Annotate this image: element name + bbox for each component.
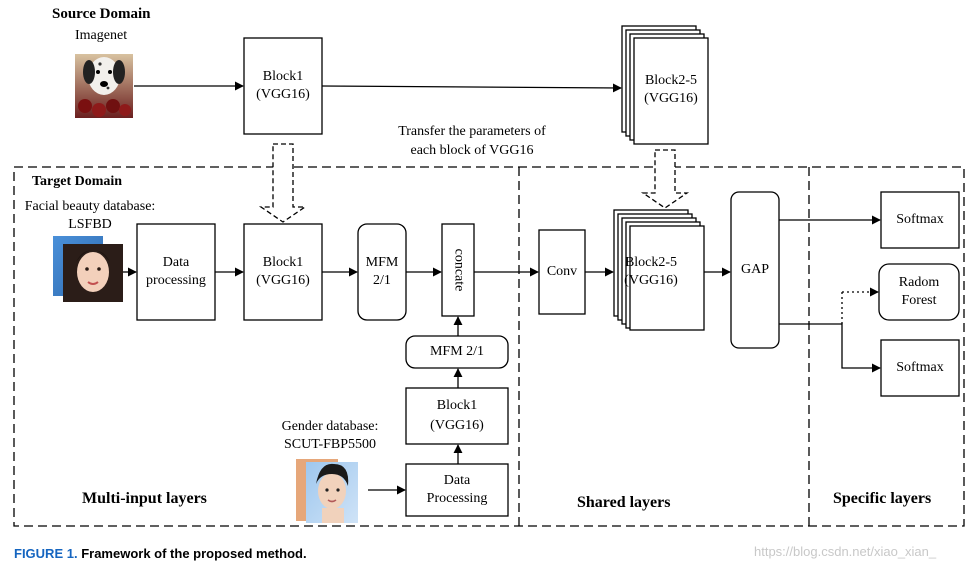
transfer-note: Transfer the parameters of each block of…: [380, 122, 564, 160]
mfm-low-text: MFM 2/1: [429, 344, 485, 359]
data-processing-label: Data processing: [137, 224, 215, 320]
softmax-top-box: [880, 191, 960, 249]
source-block1-name: Block1: [262, 69, 304, 84]
female-face-image: [53, 236, 123, 302]
conv-label: Conv: [539, 230, 585, 314]
target-block1-box: [243, 223, 323, 321]
target-block1-sub: (VGG16): [256, 273, 310, 288]
shared-block25-stack: [613, 209, 705, 331]
gap-label: GAP: [731, 192, 779, 348]
target-domain-title: Target Domain: [32, 174, 123, 189]
source-domain-title: Source Domain: [52, 6, 151, 22]
source-block1-label: Block1 (VGG16): [244, 38, 322, 134]
transfer-arrow-block25: [640, 149, 690, 209]
source-block25-label: Block2-5 (VGG16): [634, 38, 708, 142]
data-processing-low-label: Data Processing: [406, 464, 508, 516]
mfm-top-label: MFM 2/1: [358, 224, 406, 320]
softmax-top-text: Softmax: [896, 212, 944, 227]
softmax-low-label: Softmax: [881, 340, 959, 396]
transfer-note-line1: Transfer the parameters of: [398, 124, 546, 139]
softmax-low-box: [880, 339, 960, 397]
forest-line1: Radom: [898, 275, 940, 290]
section-frames: [13, 166, 965, 527]
shared-layers-label: Shared layers: [577, 494, 671, 511]
target-block1-name: Block1: [262, 255, 304, 270]
concate-box: [441, 223, 475, 317]
concate-label: concate: [442, 224, 474, 316]
source-block25-stack: [621, 25, 709, 145]
male-face-image: [296, 459, 358, 523]
shared-block25-name: Block2-5: [624, 255, 678, 270]
figure-caption-label: FIGURE 1.: [14, 546, 78, 561]
mfm-low-box: [405, 335, 509, 369]
facial-db-line1: Facial beauty database:: [24, 199, 156, 214]
multi-input-layers-label: Multi-input layers: [82, 490, 207, 507]
specific-layers-label: Specific layers: [833, 490, 932, 507]
gender-db-line1: Gender database:: [281, 419, 379, 434]
data-processing-low-box: [405, 463, 509, 517]
figure-caption-text: Framework of the proposed method.: [81, 546, 307, 561]
block1-low-sub: (VGG16): [430, 418, 484, 433]
dog-image: [75, 54, 133, 118]
gender-db-line2: SCUT-FBP5500: [283, 437, 377, 452]
data-processing-line2: processing: [146, 273, 206, 288]
forest-line2: Forest: [901, 293, 937, 308]
facial-db-label: Facial beauty database: LSFBD: [20, 198, 160, 234]
target-block1-label: Block1 (VGG16): [244, 224, 322, 320]
mfm-top-line1: MFM: [365, 255, 399, 270]
transfer-arrow-block1: [258, 143, 308, 223]
block1-low-box: [405, 387, 509, 445]
mfm-top-line2: 2/1: [373, 273, 391, 288]
data-processing-low-line2: Processing: [426, 491, 488, 506]
figure-caption: FIGURE 1. Framework of the proposed meth…: [14, 546, 307, 561]
forest-box: [878, 263, 960, 321]
data-processing-box: [136, 223, 216, 321]
forest-label: Radom Forest: [879, 264, 959, 320]
data-processing-low-line1: Data: [443, 473, 471, 488]
source-block25-sub: (VGG16): [644, 91, 698, 106]
forest-dotted-arrow: [841, 287, 879, 324]
data-processing-line1: Data: [162, 255, 190, 270]
mfm-low-label: MFM 2/1: [406, 336, 508, 368]
softmax-top-label: Softmax: [881, 192, 959, 248]
source-dataset-label: Imagenet: [75, 28, 128, 43]
source-block1-box: [243, 37, 323, 135]
transfer-note-line2: each block of VGG16: [410, 143, 534, 158]
target-domain-frame: [13, 166, 965, 527]
source-block25-name: Block2-5: [644, 73, 698, 88]
watermark: https://blog.csdn.net/xiao_xian_: [754, 544, 937, 559]
flow-arrows: [123, 81, 881, 495]
concate-text: concate: [451, 248, 466, 292]
shared-block25-sub: (VGG16): [624, 273, 678, 288]
gender-db-label: Gender database: SCUT-FBP5500: [270, 418, 390, 454]
shared-block25-label: Block2-5 (VGG16): [614, 210, 688, 334]
facial-db-line2: LSFBD: [68, 217, 112, 232]
block1-low-name: Block1: [436, 398, 478, 413]
gap-text: GAP: [740, 262, 769, 277]
block1-low-label: Block1 (VGG16): [406, 388, 508, 444]
softmax-low-text: Softmax: [896, 360, 944, 375]
gap-box: [730, 191, 780, 349]
source-block1-sub: (VGG16): [256, 87, 310, 102]
conv-text: Conv: [546, 264, 578, 279]
